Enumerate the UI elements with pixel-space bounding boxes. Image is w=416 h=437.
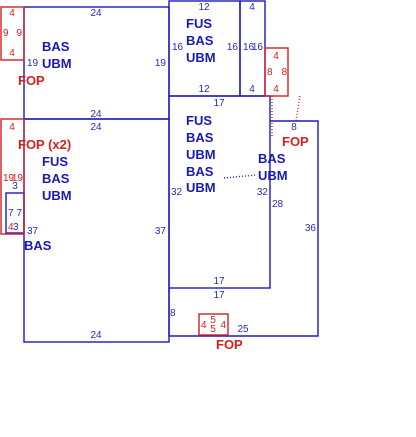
fop-label: FOP [18,73,45,88]
area-code: UBM [42,56,72,71]
area-code: FUS [186,113,212,128]
dim-text: 4 [9,122,15,133]
dim-text: 28 [272,199,284,210]
dim-text: 4 [220,320,226,331]
dim-text: 24 [90,122,102,133]
dim-text: 17 [213,98,225,109]
dim-text: 4 [9,48,15,59]
area-code: BAS [186,130,214,145]
dim-text: 32 [257,187,269,198]
area-code: FUS [42,154,68,169]
dim-text: 17 [213,290,225,301]
area-code: FUS [186,16,212,31]
dim-text: 4 [249,84,255,95]
dim-text: 8 [170,308,176,319]
area-code: UBM [42,188,72,203]
dim-text: 37 [27,226,39,237]
dim-text: 4 [273,84,279,95]
dim-text: 7 [8,208,14,219]
dim-text: 5 [210,324,216,335]
dim-text: 16 [243,42,255,53]
area-code: BAS [24,238,52,253]
dim-text: 7 [16,208,22,219]
dim-text: 16 [227,42,239,53]
dim-text: 19 [12,173,24,184]
dim-text: 19 [27,58,39,69]
center-area [168,95,271,289]
fop-label: FOP [216,337,243,352]
dim-text: 19 [3,173,15,184]
dim-text: 36 [305,223,317,234]
dim-text: 4 [9,8,15,19]
fop-count-label: FOP (x2) [18,137,71,152]
fop-top-left [0,6,25,61]
dim-text: 12 [198,84,210,95]
dim-text: 4 [8,222,14,233]
dim-text: 3 [12,181,18,192]
dim-text: 3 [13,222,19,233]
dim-text: 24 [90,109,102,120]
dim-text: 5 [210,315,216,326]
left-lower-area [23,118,170,343]
area-code: BAS [186,33,214,48]
dim-text: 9 [16,28,22,39]
fop-left-mid [0,118,25,235]
area-code: UBM [186,50,216,65]
dim-text: 9 [3,28,9,39]
fop-right [264,47,289,97]
dim-text: 4 [273,51,279,62]
fop-bottom [198,313,229,336]
dim-text: 8 [291,122,297,133]
fop-label: FOP [282,134,309,149]
dim-text: 4 [249,2,255,13]
dim-text: 16 [252,42,264,53]
right-wing-area [168,120,319,337]
area-code: BAS [258,151,286,166]
area-code: UBM [258,168,288,183]
dim-text: 12 [198,2,210,13]
dim-text: 19 [155,58,167,69]
dim-text: 17 [213,276,225,287]
area-code: BAS [42,171,70,186]
area-code: UBM [186,180,216,195]
dim-text: 24 [90,330,102,341]
dim-text: 32 [171,187,183,198]
dim-text: 16 [172,42,184,53]
guide-line [223,174,257,179]
guide-line-red-2 [295,95,301,122]
area-code: UBM [186,147,216,162]
dim-text: 24 [90,8,102,19]
dim-text: 25 [237,324,249,335]
dim-text: 8 [267,67,273,78]
area-code: BAS [42,39,70,54]
dim-text: 8 [281,67,287,78]
area-code: BAS [186,164,214,179]
dim-text: 37 [155,226,167,237]
dim-text: 4 [201,320,207,331]
